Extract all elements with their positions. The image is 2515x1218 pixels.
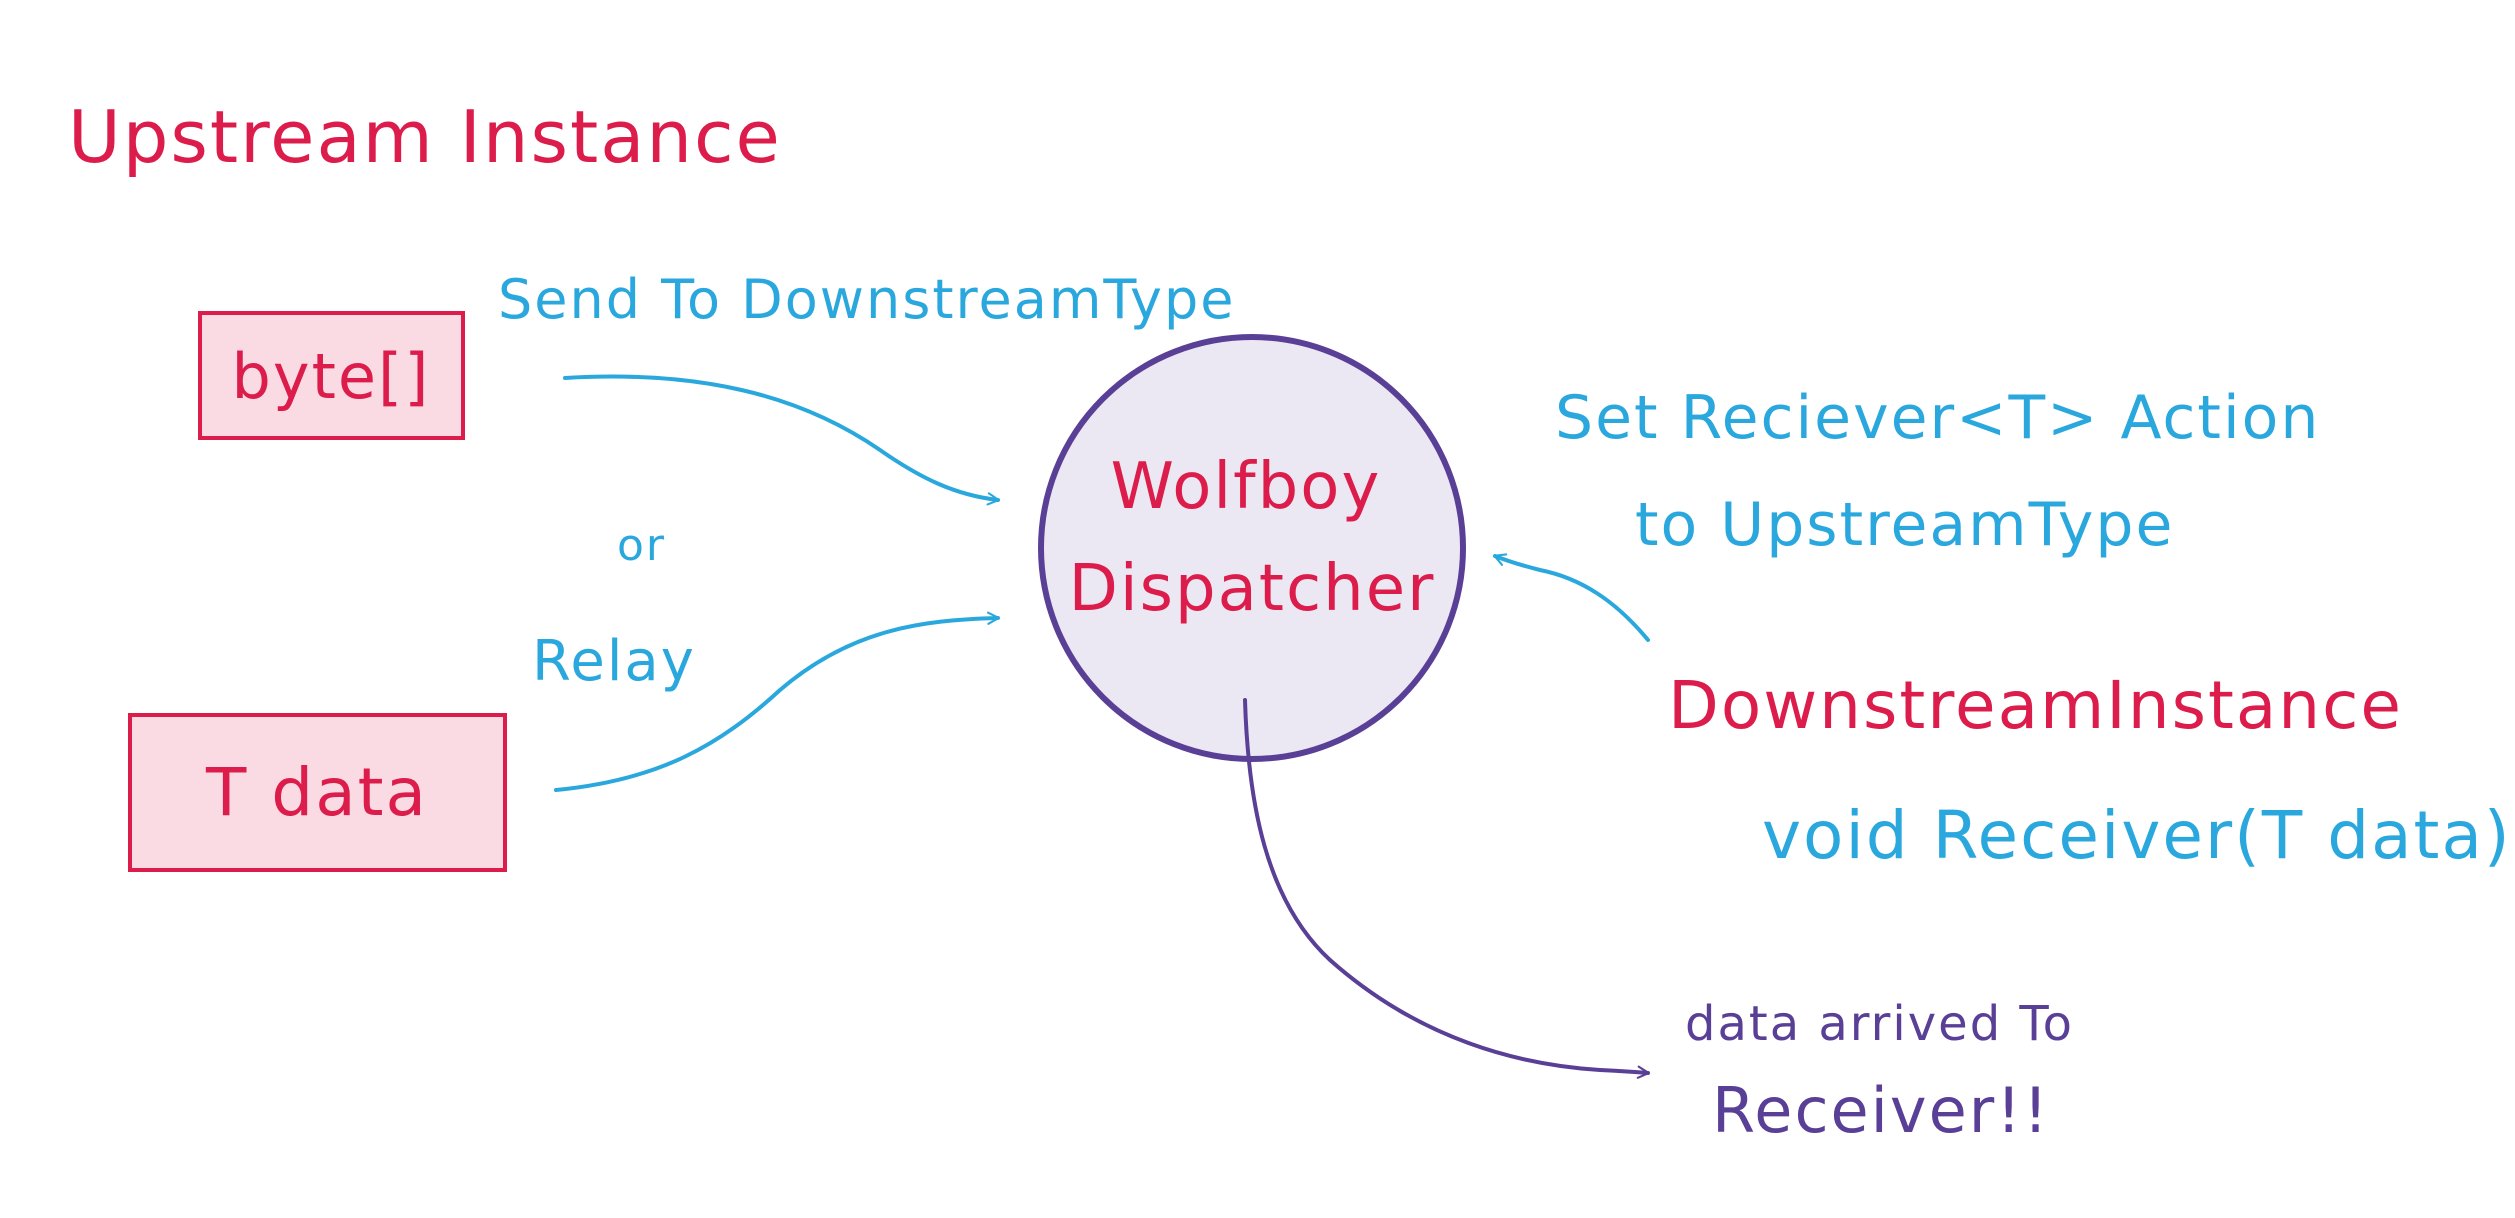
arrow-dispatcher-to-receiver [1243,698,1650,1079]
arrived-label-line2: Receiver!! [1712,1074,2050,1147]
arrow-downstream-to-dispatcher [1493,553,1650,642]
dispatcher-label-line1: Wolfboy [1111,450,1382,524]
arrow-tdata-to-dispatcher [554,611,1000,792]
set-receiver-label-line1: Set Reciever<T> Action [1555,383,2320,453]
dispatcher-node [1038,334,1466,762]
bytes-box-label: byte[] [232,340,431,413]
tdata-box-label: T data [205,754,428,831]
title-upstream-instance: Upstream Instance [68,95,782,179]
downstream-instance-label: DownstreamInstance [1668,667,2403,744]
dispatcher-label-line2: Dispatcher [1069,552,1436,626]
tdata-box [128,713,507,872]
void-receiver-label: void Receiver(T data) [1762,797,2512,874]
relay-label: Relay [532,629,696,694]
set-receiver-label-line2: to UpstreamType [1635,490,2174,560]
arrow-bytes-to-dispatcher [563,374,1000,506]
bytes-box [198,311,465,440]
or-label: or [617,520,666,571]
send-to-label: Send To DownstreamType [498,268,1235,331]
arrived-label-line1: data arrived To [1685,996,2074,1052]
